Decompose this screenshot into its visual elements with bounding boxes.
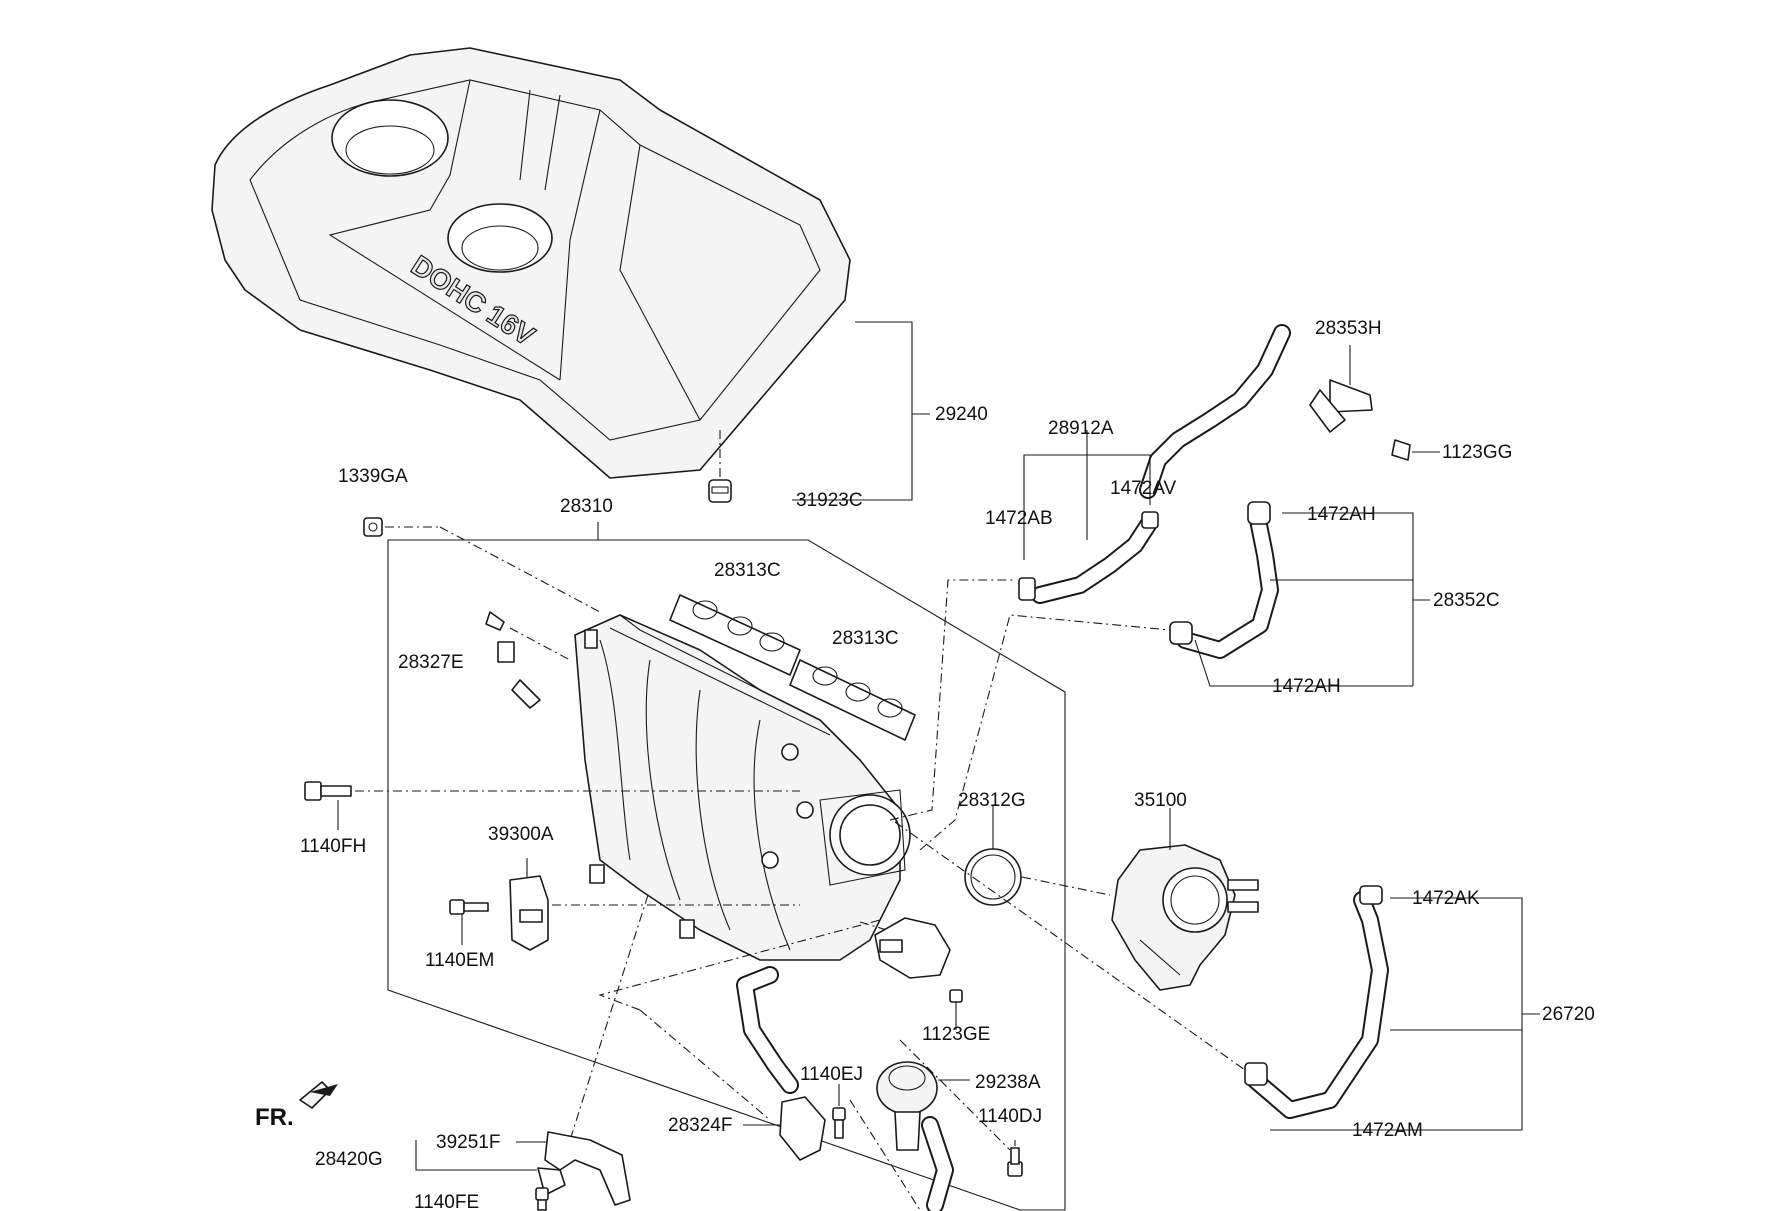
leader-29240 (792, 321, 930, 501)
pcv-valve-28327E (485, 611, 571, 709)
hose-28912A (1018, 430, 1159, 604)
label-1472AK: 1472AK (1412, 888, 1480, 909)
label-28353H: 28353H (1315, 318, 1382, 339)
grommet-31923C (708, 430, 732, 503)
bolt-1123GG (1391, 439, 1440, 461)
label-1472AV: 1472AV (1110, 478, 1177, 499)
hose-28352C (1169, 501, 1430, 687)
label-28420G: 28420G (315, 1149, 383, 1170)
hose-26720 (1244, 885, 1540, 1131)
front-direction-marker: FR. (255, 1081, 338, 1131)
label-35100: 35100 (1134, 790, 1187, 811)
label-1472AH-top: 1472AH (1307, 504, 1376, 525)
map-sensor-39300A (509, 858, 800, 951)
part-number-labels: 29240 31923C 28912A 1472AV 1472AB 28353H… (300, 318, 1595, 1211)
label-1140FH: 1140FH (300, 836, 366, 857)
label-31923C: 31923C (796, 490, 863, 511)
vacuum-actuator-29238A (876, 1061, 970, 1211)
solenoid-valve-1123GE (874, 917, 963, 1030)
bolt-1140DJ (1007, 1140, 1023, 1177)
label-1140FE: 1140FE (414, 1192, 479, 1211)
label-1140DJ: 1140DJ (978, 1106, 1042, 1127)
label-28312G: 28312G (958, 790, 1026, 811)
bolt-1140FE (535, 1187, 549, 1211)
label-28310: 28310 (560, 496, 613, 517)
label-26720: 26720 (1542, 1004, 1595, 1025)
nut-1339GA (363, 517, 601, 613)
label-39300A: 39300A (488, 824, 554, 845)
front-direction-label: FR. (255, 1104, 294, 1131)
gasket-28313C-a (669, 594, 801, 676)
vacuum-hose-28324F (736, 966, 826, 1161)
engine-cover-29240: DOHC 16V (211, 47, 851, 479)
label-1140EJ: 1140EJ (800, 1064, 863, 1085)
bolt-1140FH (304, 781, 800, 830)
label-28352C: 28352C (1433, 590, 1500, 611)
gasket-28312G (964, 806, 1111, 906)
manifold-assembly-outline (387, 522, 1066, 1211)
label-28912A: 28912A (1048, 418, 1114, 439)
label-1123GG: 1123GG (1442, 442, 1512, 463)
label-1472AB: 1472AB (985, 508, 1053, 529)
label-39251F: 39251F (436, 1132, 500, 1153)
label-28313C-a: 28313C (714, 560, 781, 581)
label-28313C-b: 28313C (832, 628, 899, 649)
label-1472AH-bottom: 1472AH (1272, 676, 1341, 697)
label-1123GE: 1123GE (922, 1024, 990, 1045)
dashed-connectors (569, 579, 1246, 1211)
breather-pipe-28353H (1139, 324, 1373, 499)
gasket-28313C-b (789, 659, 916, 741)
label-29240: 29240 (935, 404, 988, 425)
throttle-body-35100 (1111, 808, 1259, 991)
intake-manifold-28310 (574, 614, 911, 961)
bolt-1140EJ (832, 1084, 846, 1139)
label-28324F: 28324F (668, 1115, 732, 1136)
label-1339GA: 1339GA (338, 466, 408, 487)
bolt-1140EM (449, 899, 489, 945)
label-28327E: 28327E (398, 652, 464, 673)
label-1472AM: 1472AM (1352, 1120, 1423, 1141)
bracket-39251F (516, 1131, 631, 1206)
label-29238A: 29238A (975, 1072, 1041, 1093)
label-1140EM: 1140EM (425, 950, 494, 971)
